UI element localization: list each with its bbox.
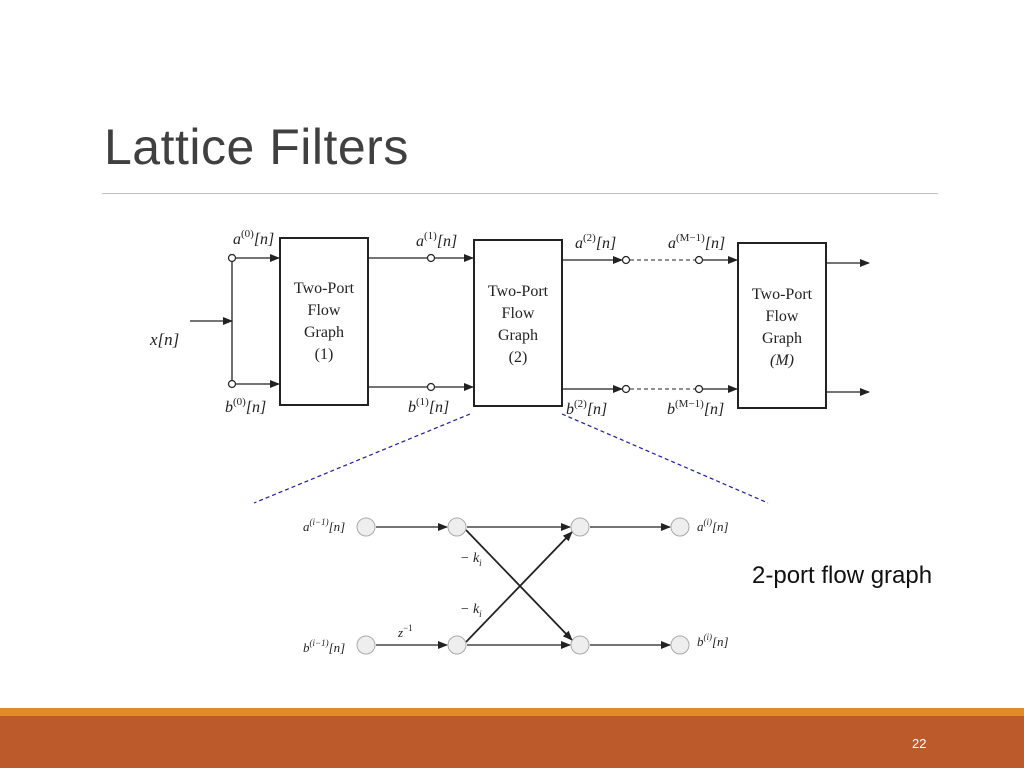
label-b0: b(0)[n] (225, 396, 266, 416)
cross-branch-down (465, 529, 573, 641)
coef-top: − ki (460, 551, 482, 568)
label-a-in: a(i−1)[n] (303, 517, 345, 534)
node-a2 (621, 255, 631, 265)
node-a-out (670, 517, 690, 537)
cross-branch-up (465, 531, 573, 643)
zoom-line-right (561, 413, 769, 504)
diagram-caption: 2-port flow graph (752, 562, 933, 589)
svg-text:Two-Port: Two-Port (294, 280, 355, 297)
label-b-out: b(i)[n] (697, 632, 729, 649)
label-b-in: b(i−1)[n] (303, 638, 345, 655)
node-b-in (356, 635, 376, 655)
two-port-block-2: Two-Port Flow Graph (2) (473, 239, 563, 407)
node-b2 (621, 384, 631, 394)
svg-text:(1): (1) (315, 346, 334, 363)
svg-text:(M): (M) (770, 352, 794, 369)
label-b2: b(2)[n] (566, 398, 607, 418)
input-label: x[n] (149, 330, 179, 349)
label-bM1: b(M−1)[n] (667, 398, 724, 418)
node-a-in (356, 517, 376, 537)
label-a-out: a(i)[n] (697, 517, 729, 534)
node-bM1 (694, 384, 704, 394)
coef-bottom: − ki (460, 602, 482, 619)
svg-text:Flow: Flow (766, 308, 799, 325)
node-b1 (426, 382, 436, 392)
title-divider (102, 193, 938, 194)
lattice-stage: a(i−1)[n] b(i−1)[n] a(i)[n] b(i)[n] − ki… (303, 517, 729, 655)
node-a0 (227, 253, 237, 263)
svg-text:Graph: Graph (304, 324, 344, 341)
stage-nodes (356, 517, 690, 655)
label-b1: b(1)[n] (408, 396, 449, 416)
cascade-diagram: x[n] Two-Port Flow Graph (1) Two-Port Fl… (149, 228, 870, 418)
node-aM1 (694, 255, 704, 265)
svg-text:(2): (2) (509, 349, 528, 366)
svg-text:Flow: Flow (308, 302, 341, 319)
node-b-out (670, 635, 690, 655)
delay-label: z−1 (397, 623, 413, 640)
zoom-line-left (253, 413, 471, 504)
svg-text:Two-Port: Two-Port (488, 283, 549, 300)
label-a2: a(2)[n] (575, 232, 616, 252)
node-a-mid1 (447, 517, 467, 537)
node-b-mid2 (570, 635, 590, 655)
svg-text:Graph: Graph (762, 330, 802, 347)
node-a1 (426, 253, 436, 263)
svg-text:Flow: Flow (502, 305, 535, 322)
label-a0: a(0)[n] (233, 228, 274, 248)
svg-text:Graph: Graph (498, 327, 538, 344)
svg-text:Two-Port: Two-Port (752, 286, 813, 303)
node-b0 (227, 379, 237, 389)
label-aM1: a(M−1)[n] (668, 232, 725, 252)
footer-bar (0, 716, 1024, 768)
node-b-mid1 (447, 635, 467, 655)
two-port-block-M: Two-Port Flow Graph (M) (737, 242, 827, 409)
label-a1: a(1)[n] (416, 230, 457, 250)
footer-accent-strip (0, 708, 1024, 716)
page-number: 22 (912, 736, 927, 751)
slide-title: Lattice Filters (104, 119, 409, 175)
two-port-block-1: Two-Port Flow Graph (1) (279, 237, 369, 406)
node-a-mid2 (570, 517, 590, 537)
